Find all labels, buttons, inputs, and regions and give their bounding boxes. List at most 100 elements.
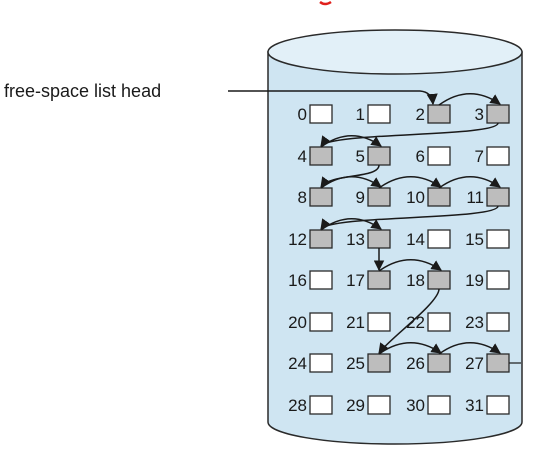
disk-block-11: 11: [466, 187, 510, 207]
block-number-label: 13: [346, 230, 365, 249]
disk-block-2: 2: [416, 104, 451, 124]
disk-block-31: 31: [465, 395, 510, 415]
disk-block-26: 26: [406, 353, 451, 373]
disk-block-5: 5: [356, 146, 391, 166]
block-number-label: 31: [465, 396, 484, 415]
used-block-box: [427, 395, 451, 415]
disk-block-25: 25: [346, 353, 391, 373]
block-number-label: 1: [356, 105, 365, 124]
disk-block-19: 19: [465, 270, 510, 290]
link-arrow-18-to-25: [378, 288, 440, 354]
disk-block-16: 16: [288, 270, 333, 290]
disk-block-9: 9: [356, 187, 391, 207]
link-arrow-9-to-10: [378, 176, 442, 189]
link-arrow-2-to-3: [438, 93, 501, 106]
used-block-box: [309, 353, 333, 373]
block-number-label: 21: [346, 313, 365, 332]
block-number-label: 5: [356, 147, 365, 166]
disk-block-3: 3: [475, 104, 510, 124]
disk-block-24: 24: [288, 353, 333, 373]
block-number-label: 27: [465, 354, 484, 373]
free-block-box: [367, 353, 391, 373]
free-block-box: [309, 229, 333, 249]
used-block-box: [309, 104, 333, 124]
link-arrow-12-to-13: [320, 218, 382, 231]
disk-block-20: 20: [288, 312, 333, 332]
disk-block-22: 22: [406, 312, 451, 332]
disk-block-12: 12: [288, 229, 333, 249]
used-block-box: [367, 104, 391, 124]
disk-block-28: 28: [288, 395, 333, 415]
block-number-label: 24: [288, 354, 307, 373]
free-block-box: [427, 353, 451, 373]
used-block-box: [367, 312, 391, 332]
used-block-box: [486, 270, 510, 290]
used-block-box: [309, 312, 333, 332]
disk-block-7: 7: [475, 146, 510, 166]
link-arrow-3-to-4: [320, 122, 499, 147]
disk-block-10: 10: [406, 187, 451, 207]
disk-block-23: 23: [465, 312, 510, 332]
free-block-box: [367, 270, 391, 290]
free-block-box: [367, 229, 391, 249]
used-block-box: [427, 312, 451, 332]
block-number-label: 14: [406, 230, 425, 249]
block-number-label: 26: [406, 354, 425, 373]
block-number-label: 4: [298, 147, 307, 166]
free-block-box: [427, 104, 451, 124]
block-number-label: 12: [288, 230, 307, 249]
block-number-label: 25: [346, 354, 365, 373]
disk-block-18: 18: [406, 270, 451, 290]
block-number-label: 28: [288, 396, 307, 415]
used-block-box: [309, 395, 333, 415]
block-number-label: 23: [465, 313, 484, 332]
used-block-box: [486, 146, 510, 166]
used-block-box: [427, 146, 451, 166]
disk-block-17: 17: [346, 270, 391, 290]
disk-block-8: 8: [298, 187, 333, 207]
disk-block-13: 13: [346, 229, 391, 249]
block-number-label: 6: [416, 147, 425, 166]
link-arrow-11-to-12: [320, 205, 499, 230]
block-number-label: 0: [298, 105, 307, 124]
link-arrow-17-to-18: [378, 259, 442, 272]
block-number-label: 7: [475, 147, 484, 166]
block-number-label: 19: [465, 271, 484, 290]
block-number-label: 18: [406, 271, 425, 290]
disk-block-30: 30: [406, 395, 451, 415]
used-block-box: [309, 270, 333, 290]
block-number-label: 22: [406, 313, 425, 332]
link-arrow-25-to-26: [378, 342, 442, 355]
used-block-box: [486, 229, 510, 249]
link-arrow-10-to-11: [438, 176, 501, 189]
block-number-label: 29: [346, 396, 365, 415]
disk-block-15: 15: [465, 229, 510, 249]
block-number-label: 15: [465, 230, 484, 249]
cylinder-top: [267, 29, 523, 75]
block-number-label: 10: [406, 188, 425, 207]
block-number-label: 3: [475, 105, 484, 124]
block-number-label: 8: [298, 188, 307, 207]
block-number-label: 16: [288, 271, 307, 290]
link-arrow-5-to-8: [320, 164, 380, 188]
free-block-box: [486, 104, 510, 124]
free-block-box: [486, 353, 510, 373]
red-accent-mark: [319, 0, 332, 6]
free-block-box: [486, 187, 510, 207]
used-block-box: [486, 312, 510, 332]
head-pointer-arrow: [228, 90, 438, 106]
block-number-label: 9: [356, 188, 365, 207]
block-number-label: 20: [288, 313, 307, 332]
disk-block-4: 4: [298, 146, 333, 166]
disk-block-21: 21: [346, 312, 391, 332]
free-space-list-head-label: free-space list head: [4, 81, 161, 101]
link-arrow-26-to-27: [438, 342, 501, 355]
block-number-label: 2: [416, 105, 425, 124]
free-block-box: [367, 187, 391, 207]
list-links: [320, 93, 521, 364]
free-block-box: [367, 146, 391, 166]
free-block-box: [309, 146, 333, 166]
block-number-label: 17: [346, 271, 365, 290]
